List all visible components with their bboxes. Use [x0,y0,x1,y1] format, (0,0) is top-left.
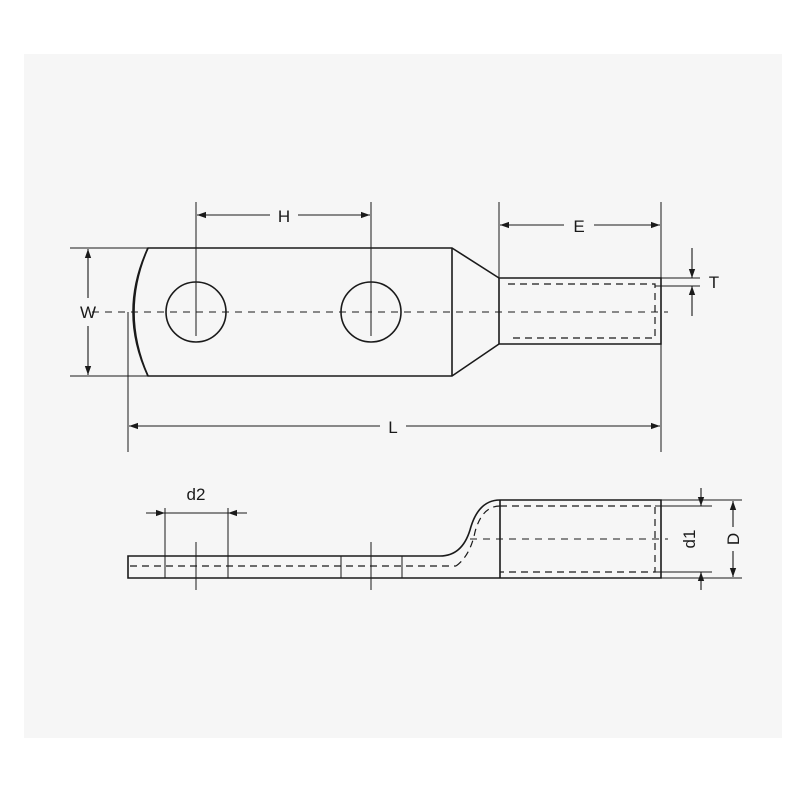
dim-d2-label: d2 [187,485,206,504]
dim-e-label: E [573,217,584,236]
side-view: d2 d1 D [127,485,743,590]
dim-d-label: D [724,533,743,545]
dim-d1-label: d1 [680,530,699,549]
bend-hidden-curve [455,505,501,567]
top-view: H E W T L [70,202,719,452]
side-bore-hidden [500,505,656,573]
dim-h-label: H [278,207,290,226]
drawing-panel [24,54,782,738]
dim-t-label: T [709,273,719,292]
dim-w-label: W [80,303,96,322]
barrel-bore-hidden [508,283,656,339]
dim-l-label: L [388,418,397,437]
